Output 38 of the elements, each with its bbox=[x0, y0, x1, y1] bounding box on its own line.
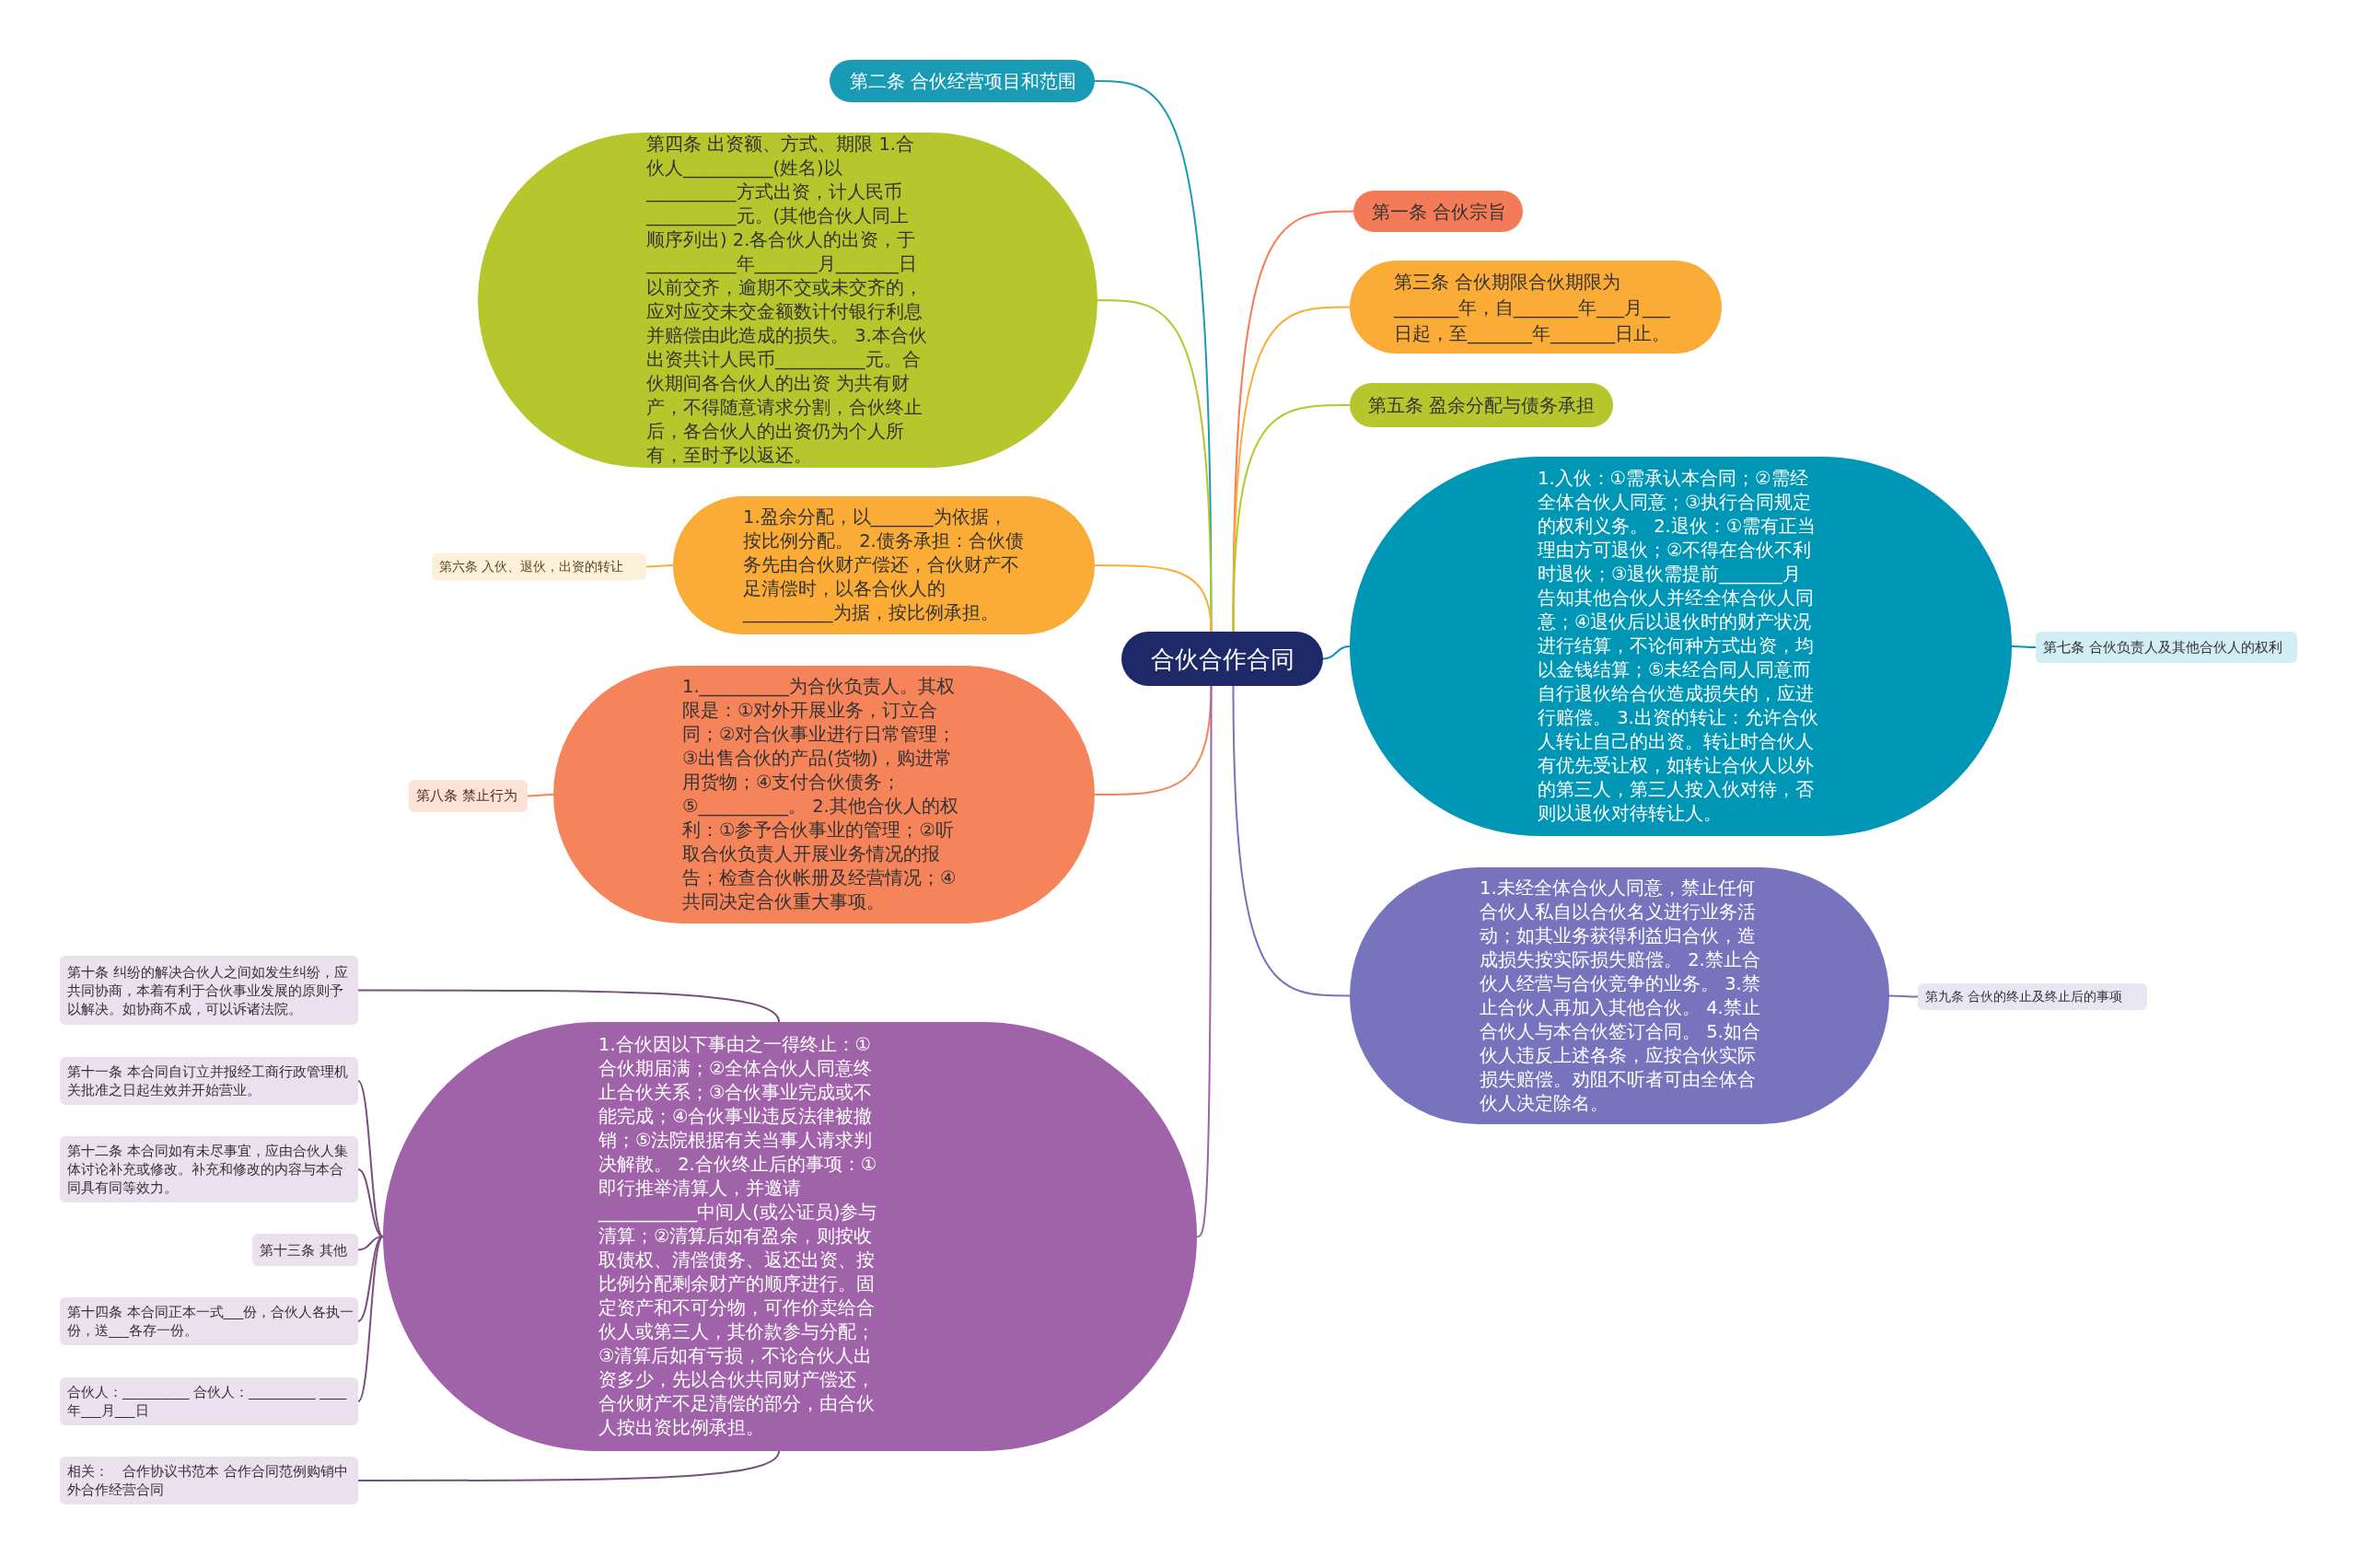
connector-line bbox=[1232, 685, 1351, 997]
connector-line bbox=[357, 989, 780, 1023]
note-label: 第九条 合伙的终止及终止后的事项 bbox=[1918, 983, 2147, 1010]
topic-bubble: 1.未经全体合伙人同意，禁止任何合伙人私自以合伙名义进行业务活动；如其业务获得利益归合伙，造成损失按实际损失赔偿。 2.禁止合伙人经营与合伙竞争的业务。 3.禁止合伙人再加入其他合伙。 4.禁止合伙人与本合伙签订合同。 5.如合伙人违反上述各条，应按合伙实际损失赔偿。劝阻不听者可由全体合伙人决定除名。 bbox=[1350, 867, 1889, 1124]
connector-line bbox=[1196, 685, 1213, 1237]
connector-line bbox=[357, 1236, 384, 1402]
topic-bubble: 1.入伙：①需承认本合同；②需经全体合伙人同意；③执行合同规定的权利义务。 2.退伙：①需有正当理由方可退伙；②不得在合伙不利时退伙；③退伙需提前_______月告知其他合伙人并经全体合伙人同意；④退伙后以退伙时的财产状况进行结算，不论何种方式出资，均以金钱结算；⑤未经合同人同意而自行退伙给合伙造成损失的，应进行赔偿。 3.出资的转让：允许合伙人转让自己的出资。转让时合伙人有优先受让权，如转让合伙人以外的第三人，第三人按入伙对待，否则以退伙对待转让人。 bbox=[1350, 457, 2012, 836]
topic-bubble: 1.__________为合伙负责人。其权限是：①对外开展业务，订立合同；②对合伙事业进行日常管理；③出售合伙的产品(货物)，购进常用货物；④支付合伙债务；⑤__________。 2.其他合伙人的权利：①参予合伙事业的管理；②听取合伙负责人开展业务情况的报告；检查合伙帐册及经营情况；④共同决定合伙重大事项。 bbox=[553, 666, 1095, 923]
topic-bubble: 1.盈余分配，以_______为依据，按比例分配。 2.债务承担：合伙债务先由合伙财产偿还，合伙财产不足清偿时，以各合伙人的__________为据，按比例承担。 bbox=[673, 496, 1095, 634]
connector-line bbox=[357, 1080, 384, 1237]
connector-line bbox=[357, 1450, 780, 1481]
note-label: 第六条 入伙、退伙，出资的转让 bbox=[432, 553, 646, 580]
connector-line bbox=[357, 1236, 384, 1322]
connector-line bbox=[357, 1168, 384, 1237]
topic-bubble: 1.合伙因以下事由之一得终止：①合伙期届满；②全体合伙人同意终止合伙关系；③合伙事业完成或不能完成；④合伙事业违反法律被撤销；⑤法院根据有关当事人请求判决解散。 2.合伙终止后的事项：①即行推举清算人，并邀请___________中间人(或公证员)参与清算；②清算后如有盈余，则按收取债权、清偿债务、返还出资、按比例分配剩余财产的顺序进行。固定资产和不可分物，可作价卖给合伙人或第三人，其价款参与分配；③清算后如有亏损，不论合伙人出资多少，先以合伙共同财产偿还，合伙财产不足清偿的部分，由合伙人按出资比例承担。 bbox=[383, 1022, 1197, 1451]
topic-bubble: 第四条 出资额、方式、期限 1.合伙人__________(姓名)以__________方式出资，计人民币__________元。(其他合伙人同上顺序列出) 2.各合伙人的出资，于__________年_______月_______日以前交齐，逾期不交或未交齐的，应对应交未交金额数计付银行利息并赔偿由此造成的损失。 3.本合伙出资共计人民币__________元。合伙期间各合伙人的出资 为共有财产，不得随意请求分割，合伙终止后，各合伙人的出资仍为个人所有，至时予以返还。 bbox=[478, 133, 1097, 468]
connector-line bbox=[1322, 645, 1351, 660]
branch-box: 第五条 盈余分配与债务承担 bbox=[1350, 383, 1613, 427]
note-label: 第十一条 本合同自订立并报经工商行政管理机关批准之日起生效并开始营业。 bbox=[60, 1057, 358, 1105]
connector-line bbox=[527, 794, 554, 797]
connector-line bbox=[2011, 645, 2037, 648]
note-label: 第七条 合伙负责人及其他合伙人的权利 bbox=[2036, 632, 2297, 663]
note-label: 第十条 纠纷的解决合伙人之间如发生纠纷，应共同协商，本着有利于合伙事业发展的原则予以解决。如协商不成，可以诉诸法院。 bbox=[60, 956, 358, 1025]
connector-line bbox=[1888, 994, 1919, 998]
branch-box: 第三条 合伙期限合伙期限为_______年，自_______年___月___日起，至_______年_______日止。 bbox=[1350, 261, 1722, 354]
central-topic: 合伙合作合同 bbox=[1121, 632, 1323, 686]
branch-box: 第一条 合伙宗旨 bbox=[1353, 191, 1523, 232]
connector-line bbox=[1232, 404, 1351, 633]
connector-line bbox=[1094, 564, 1213, 633]
note-label: 第十四条 本合同正本一式___份，合伙人各执一份，送___各存一份。 bbox=[60, 1297, 358, 1345]
connector-line bbox=[645, 564, 674, 568]
note-label: 相关： 合作协议书范本 合作合同范例购销中外合作经营合同 bbox=[60, 1457, 358, 1504]
note-label: 第八条 禁止行为 bbox=[409, 780, 528, 812]
note-label: 第十三条 其他 bbox=[252, 1234, 358, 1266]
note-label: 第十二条 本合同如有未尽事宜，应由合伙人集体讨论补充或修改。补充和修改的内容与本合同具有同等效力。 bbox=[60, 1136, 358, 1202]
connector-line bbox=[357, 1236, 384, 1251]
note-label: 合伙人：__________ 合伙人：__________ ____年___月___日 bbox=[60, 1377, 358, 1425]
branch-box: 第二条 合伙经营项目和范围 bbox=[830, 60, 1095, 102]
